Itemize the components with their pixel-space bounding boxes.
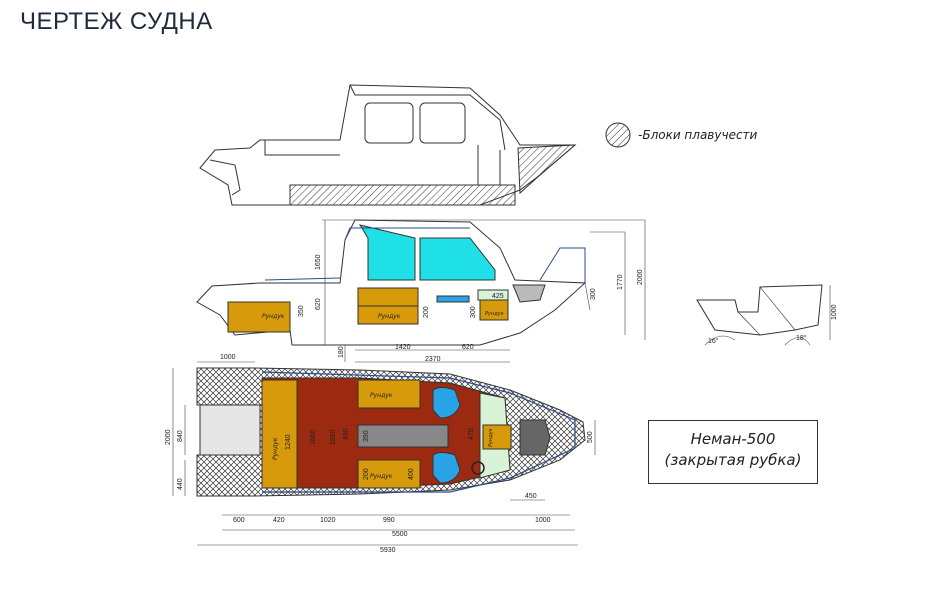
dim-425: 425 <box>492 293 504 300</box>
dim-350: 350 <box>298 305 305 317</box>
page-title: ЧЕРТЕЖ СУДНА <box>20 8 213 35</box>
model-name: Неман-500 <box>690 430 776 448</box>
model-subtitle: (закрытая рубка) <box>664 451 802 469</box>
dim-plan-5930: 5930 <box>380 547 396 554</box>
dim-200: 200 <box>423 306 430 318</box>
dim-620-len: 620 <box>462 344 474 351</box>
dim-plan-1000-bottom: 1000 <box>535 517 551 524</box>
dim-plan-990: 990 <box>383 517 395 524</box>
dim-plan-440: 440 <box>177 478 184 490</box>
plan-view <box>196 367 586 497</box>
dim-plan-1660: 1660 <box>310 429 317 445</box>
locker-label-plan-4: Рундук <box>488 428 494 447</box>
dim-plan-2000: 2000 <box>165 429 172 445</box>
dim-620: 620 <box>315 298 322 310</box>
dim-plan-1020: 1020 <box>320 517 336 524</box>
dim-1420: 1420 <box>395 344 411 351</box>
hull-section <box>696 284 823 336</box>
dim-plan-500: 500 <box>587 431 594 443</box>
dim-plan-390: 390 <box>363 430 370 442</box>
flotation-legend-icon <box>605 122 631 148</box>
dim-plan-400: 400 <box>408 468 415 480</box>
dim-plan-200: 200 <box>363 468 370 480</box>
dim-2000: 2000 <box>637 269 644 285</box>
locker-label-side-2: Рундук <box>378 313 401 320</box>
dim-plan-1850: 1850 <box>330 429 337 445</box>
dim-plan-470: 470 <box>468 428 475 440</box>
dim-plan-600: 600 <box>233 517 245 524</box>
dim-plan-5500: 5500 <box>392 531 408 538</box>
dim-300a: 300 <box>470 306 477 318</box>
dim-plan-1240: 1240 <box>285 434 292 450</box>
locker-label-plan-3: Рундук <box>272 437 279 460</box>
dim-300b: 300 <box>590 288 597 300</box>
locker-label-side-1: Рундук <box>262 313 285 320</box>
locker-label-plan-1: Рундук <box>370 392 393 399</box>
angle-18: 18° <box>796 334 807 342</box>
side-view-detailed <box>196 219 587 346</box>
dim-plan-840: 840 <box>177 430 184 442</box>
legend-text: -Блоки плавучести <box>638 128 758 142</box>
dim-plan-450: 450 <box>525 493 537 500</box>
model-box: Неман-500 (закрытая рубка) <box>648 420 818 484</box>
dim-1770: 1770 <box>617 274 624 290</box>
dim-plan-490: 490 <box>343 428 350 440</box>
dim-plan-1000-top: 1000 <box>220 354 236 361</box>
dim-180: 180 <box>338 346 345 358</box>
locker-label-plan-2: Рундук <box>370 473 393 480</box>
side-view-flotation <box>199 84 577 206</box>
dim-plan-420: 420 <box>273 517 285 524</box>
angle-16: 16° <box>708 337 719 345</box>
dim-section-1000: 1000 <box>831 304 838 320</box>
locker-label-side-3: Рундук <box>485 311 504 317</box>
dim-1650: 1650 <box>315 254 322 270</box>
dim-2370: 2370 <box>425 356 441 363</box>
